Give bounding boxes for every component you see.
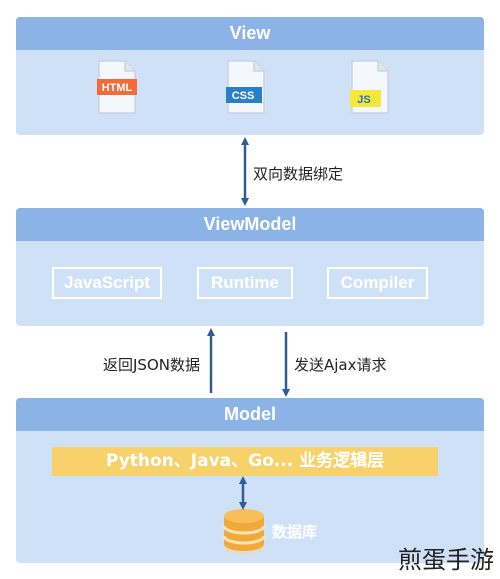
view-layer-title: View	[16, 17, 484, 50]
database-label: 数据库	[272, 523, 318, 541]
html-file-label: HTML	[102, 82, 133, 94]
two-way-binding-label: 双向数据绑定	[253, 165, 344, 183]
css-file-label: CSS	[232, 90, 255, 102]
database-icon	[222, 508, 266, 556]
view-layer: View	[16, 17, 484, 135]
js-file-label: JS	[357, 94, 370, 106]
return-json-label: 返回JSON数据	[103, 356, 200, 374]
javascript-module: JavaScript	[52, 267, 162, 299]
html-file-icon: HTML	[97, 60, 137, 114]
css-file-icon: CSS	[226, 60, 266, 114]
compiler-module: Compiler	[327, 267, 428, 299]
send-ajax-label: 发送Ajax请求	[294, 356, 387, 374]
viewmodel-layer-title: ViewModel	[16, 208, 484, 241]
js-file-icon: JS	[350, 60, 390, 114]
business-logic-layer: Python、Java、Go... 业务逻辑层	[52, 447, 438, 476]
model-layer-title: Model	[16, 398, 484, 431]
watermark: 煎蛋手游	[398, 546, 494, 574]
runtime-module: Runtime	[197, 267, 293, 299]
